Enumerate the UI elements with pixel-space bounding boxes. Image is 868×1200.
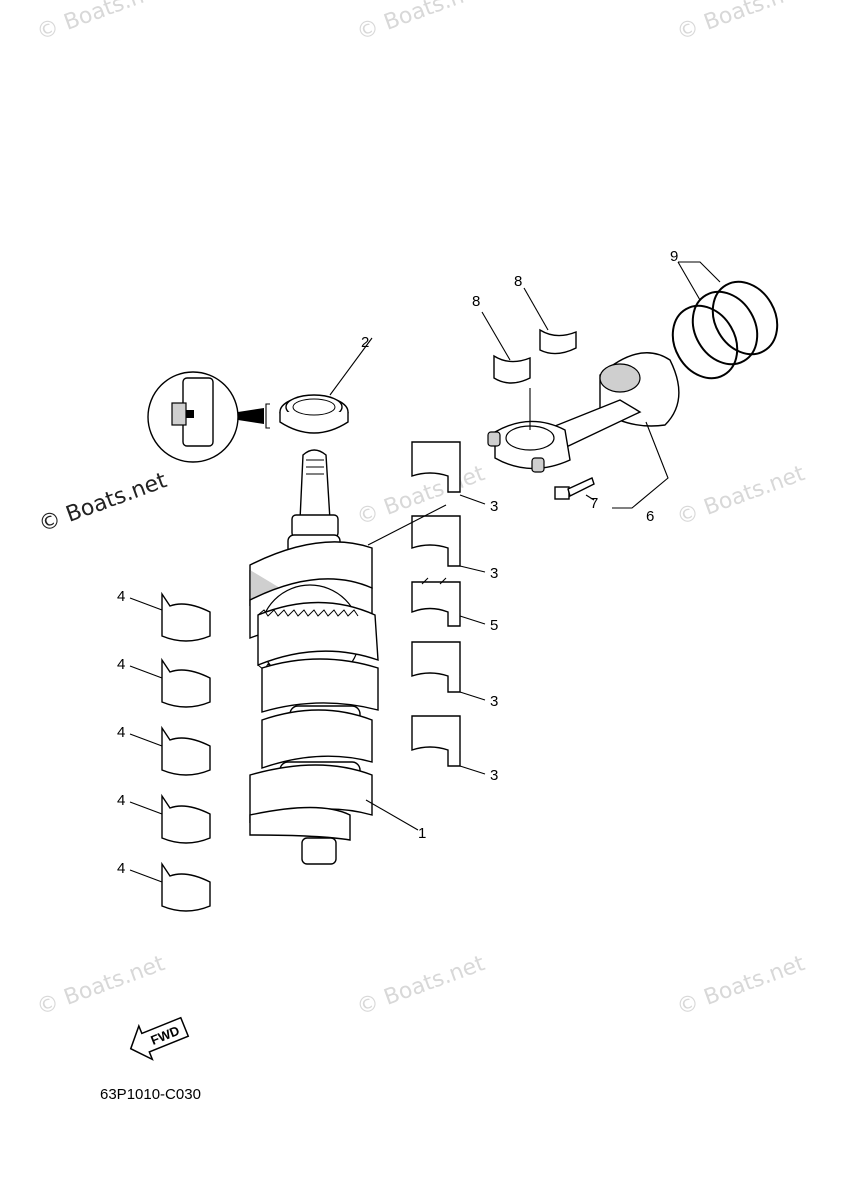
watermark-top-center: © Boats.net: [354, 0, 489, 46]
watermark-top-right: © Boats.net: [674, 0, 809, 46]
main-bearing-upper-3[interactable]: [411, 641, 461, 693]
watermark-bottom-center: © Boats.net: [354, 951, 489, 1021]
piston-ring-set[interactable]: [660, 270, 790, 390]
main-bearing-lower-2[interactable]: [161, 657, 211, 708]
callout-rod-bolt: 7: [590, 495, 598, 512]
callout-main-bearing-upper-3: 3: [490, 693, 498, 710]
main-bearing-lower-5[interactable]: [161, 861, 211, 912]
callout-oil-seal: 2: [361, 334, 369, 351]
callout-rod-bearing-upper: 8: [472, 293, 480, 310]
watermark-bottom-right: © Boats.net: [674, 951, 809, 1021]
connecting-rod-assembly[interactable]: [487, 352, 680, 473]
leader-lines: [129, 261, 721, 883]
callout-main-bearing-upper-4: 3: [490, 767, 498, 784]
callout-rod-bearing-lower: 8: [514, 273, 522, 290]
oil-seal[interactable]: [279, 394, 349, 434]
main-bearing-lower-1[interactable]: [161, 591, 211, 642]
crankshaft[interactable]: [249, 449, 379, 865]
main-bearing-lower-4[interactable]: [161, 793, 211, 844]
fwd-arrow-icon: FWD: [129, 1016, 190, 1061]
watermark-bottom-left: © Boats.net: [34, 951, 169, 1021]
callout-main-bearing-lower-5: 4: [117, 860, 125, 877]
main-bearing-upper-2[interactable]: [411, 515, 461, 567]
watermark-top-left: © Boats.net: [34, 0, 169, 46]
watermark-mid-right: © Boats.net: [674, 461, 809, 531]
callout-main-bearing-lower-3: 4: [117, 724, 125, 741]
callout-main-bearing-lower-4: 4: [117, 792, 125, 809]
main-bearing-upper-1[interactable]: [411, 441, 461, 493]
callout-connecting-rod-assy: 6: [646, 508, 654, 525]
oil-seal-detail: [147, 371, 270, 463]
callout-crankshaft: 1: [418, 825, 426, 842]
callout-numbers: 1 2 3 3 5 3 3 4 4 4 4 4 6 7 8 8 9: [117, 248, 678, 877]
figure-code: 63P1010-C030: [100, 1086, 201, 1103]
main-bearing-lower-3[interactable]: [161, 725, 211, 776]
main-bearing-upper-4[interactable]: [411, 715, 461, 767]
callout-main-bearing-upper-2: 3: [490, 565, 498, 582]
watermark-main: © Boats.net: [36, 468, 171, 538]
callout-main-bearing-lower-2: 4: [117, 656, 125, 673]
watermarks: © Boats.net © Boats.net © Boats.net © Bo…: [34, 0, 809, 1021]
rod-bolt[interactable]: [554, 477, 595, 500]
callout-main-bearing-upper-1: 3: [490, 498, 498, 515]
callout-piston-ring-set: 9: [670, 248, 678, 265]
thrust-bearing[interactable]: [411, 577, 461, 627]
callout-thrust-bearing: 5: [490, 617, 498, 634]
callout-main-bearing-lower-1: 4: [117, 588, 125, 605]
rod-bearing-lower[interactable]: [539, 328, 577, 355]
rod-bearing-upper[interactable]: [493, 354, 531, 384]
